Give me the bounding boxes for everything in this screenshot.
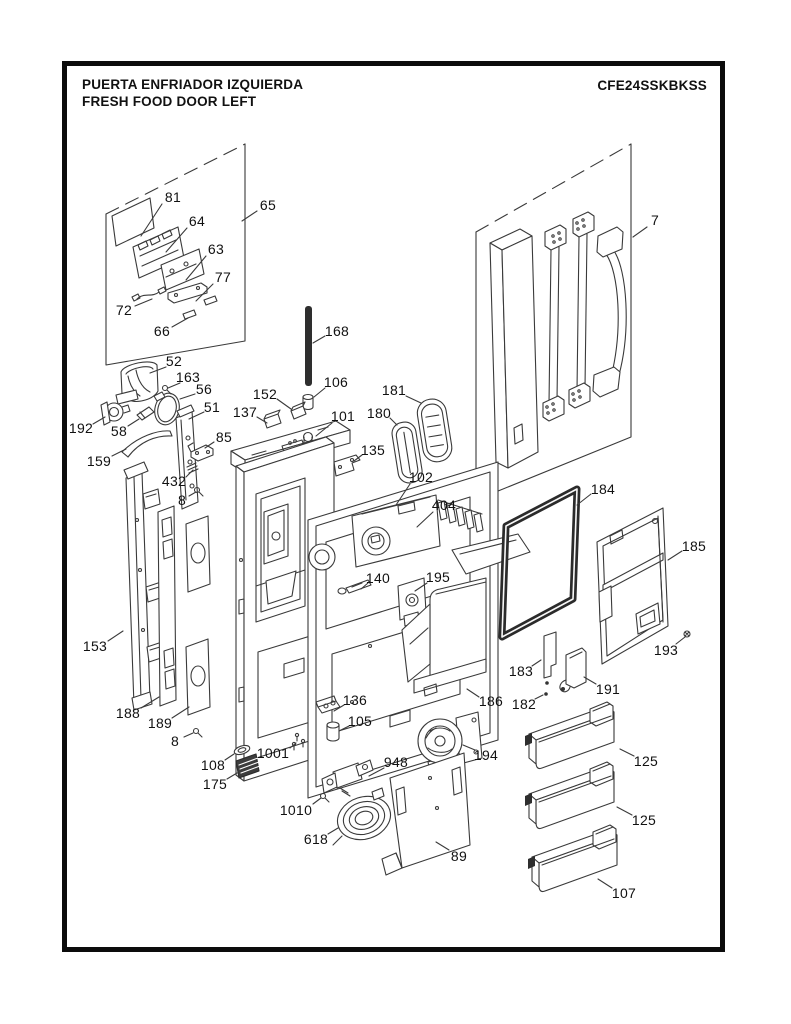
leader-line-163 xyxy=(167,382,181,389)
leader-line-81 xyxy=(140,203,163,237)
leader-line-8 xyxy=(188,491,197,497)
left-parts-cluster-drawing xyxy=(100,361,214,510)
leader-line-180 xyxy=(389,417,398,426)
leader-line-8 xyxy=(183,732,194,738)
leader-line-135 xyxy=(353,454,363,462)
leader-line-7 xyxy=(632,226,648,238)
leader-line-136 xyxy=(333,704,345,712)
part-189-cover-strips-drawing xyxy=(185,515,211,716)
leader-line-195 xyxy=(414,582,428,592)
leader-line-191 xyxy=(583,676,597,685)
leader-line-181 xyxy=(405,395,422,404)
part-8-screw-drawing xyxy=(192,727,203,738)
leader-line-105 xyxy=(338,725,350,732)
part-89-cover-plate-drawing xyxy=(381,752,471,876)
part-108-plug-drawing xyxy=(233,744,251,756)
leader-line-175 xyxy=(226,772,238,780)
leader-line-108 xyxy=(224,753,235,761)
leader-line-125 xyxy=(616,806,633,816)
leader-line-1001 xyxy=(289,742,297,749)
leader-line-152 xyxy=(276,398,292,410)
leader-line-102 xyxy=(395,483,411,506)
leader-line-153 xyxy=(107,630,124,642)
part-7-handle-kit-drawing xyxy=(475,143,632,501)
title-english: FRESH FOOD DOOR LEFT xyxy=(82,94,257,109)
leader-line-194 xyxy=(462,744,476,751)
part-65-panel-drawing xyxy=(105,143,246,366)
leader-line-107 xyxy=(597,878,613,889)
part-194-fan-drawing xyxy=(417,711,483,772)
part-180-grille-drawing xyxy=(391,421,423,484)
leader-line-72 xyxy=(134,298,153,307)
part-181-grille-drawing xyxy=(416,398,453,463)
leader-line-89 xyxy=(435,841,450,851)
leader-line-159 xyxy=(111,448,127,457)
leader-line-101 xyxy=(315,422,333,437)
leader-line-404 xyxy=(416,511,434,528)
part-107-bin-bottom-drawing xyxy=(527,824,618,893)
leader-line-64 xyxy=(165,227,188,253)
part-125-bin-top-drawing xyxy=(524,701,615,770)
leader-line-63 xyxy=(185,255,207,281)
part-125-bin-middle-drawing xyxy=(524,761,615,830)
leader-line-77 xyxy=(195,283,214,302)
part-1010-screw-drawing xyxy=(319,792,330,803)
model-number: CFE24SSKBKSS xyxy=(597,78,707,93)
leader-line-186 xyxy=(466,688,480,698)
title-spanish: PUERTA ENFRIADOR IZQUIERDA xyxy=(82,77,304,92)
leader-line-1010 xyxy=(312,797,322,805)
leader-line-66 xyxy=(171,317,189,328)
leader-line-52 xyxy=(149,366,167,374)
part-168-tube-drawing xyxy=(305,306,312,386)
leader-line-618 xyxy=(327,827,339,835)
leader-line-184 xyxy=(576,493,592,506)
part-193-screw-drawing xyxy=(683,630,691,638)
leader-line-189 xyxy=(171,706,190,719)
leader-line-432 xyxy=(185,469,194,478)
leader-line-185 xyxy=(667,550,683,561)
leader-line-948 xyxy=(368,767,385,777)
part-183-bracket-drawing xyxy=(543,631,557,696)
part-618-coil-drawing xyxy=(332,787,392,846)
part-186-ice-bucket-drawing xyxy=(401,577,487,697)
part-1001-screws-drawing xyxy=(291,732,306,751)
part-140-clip-drawing xyxy=(337,579,372,595)
leader-line-192 xyxy=(92,416,106,425)
leader-line-182 xyxy=(534,694,544,700)
leader-lines xyxy=(92,203,686,889)
part-105-plug-drawing xyxy=(326,721,340,742)
leader-line-125 xyxy=(619,748,635,757)
part-175-label-drawing xyxy=(235,753,261,779)
part-188-trim-strip-drawing xyxy=(157,505,177,707)
part-948-latch-drawing xyxy=(321,759,374,797)
part-153-hinge-rail-drawing xyxy=(123,461,165,711)
leader-line-51 xyxy=(188,411,205,420)
part-191-bracket-drawing xyxy=(559,647,587,693)
leader-line-193 xyxy=(675,636,686,645)
leader-line-168 xyxy=(312,335,326,344)
leader-line-137 xyxy=(256,416,268,424)
part-184-gasket-drawing xyxy=(498,485,581,641)
leader-line-56 xyxy=(179,393,196,400)
leader-line-85 xyxy=(204,441,215,449)
page-title: PUERTA ENFRIADOR IZQUIERDA FRESH FOOD DO… xyxy=(82,76,303,110)
leader-line-65 xyxy=(241,210,258,222)
leader-line-106 xyxy=(313,387,326,398)
leader-line-183 xyxy=(531,659,542,667)
leader-line-140 xyxy=(360,582,369,590)
part-404-icemaker-drawing xyxy=(351,494,531,575)
leader-line-58 xyxy=(127,418,140,427)
leader-line-188 xyxy=(140,696,160,709)
part-135-bracket-drawing xyxy=(333,454,361,477)
part-185-door-panel-drawing xyxy=(596,507,669,665)
